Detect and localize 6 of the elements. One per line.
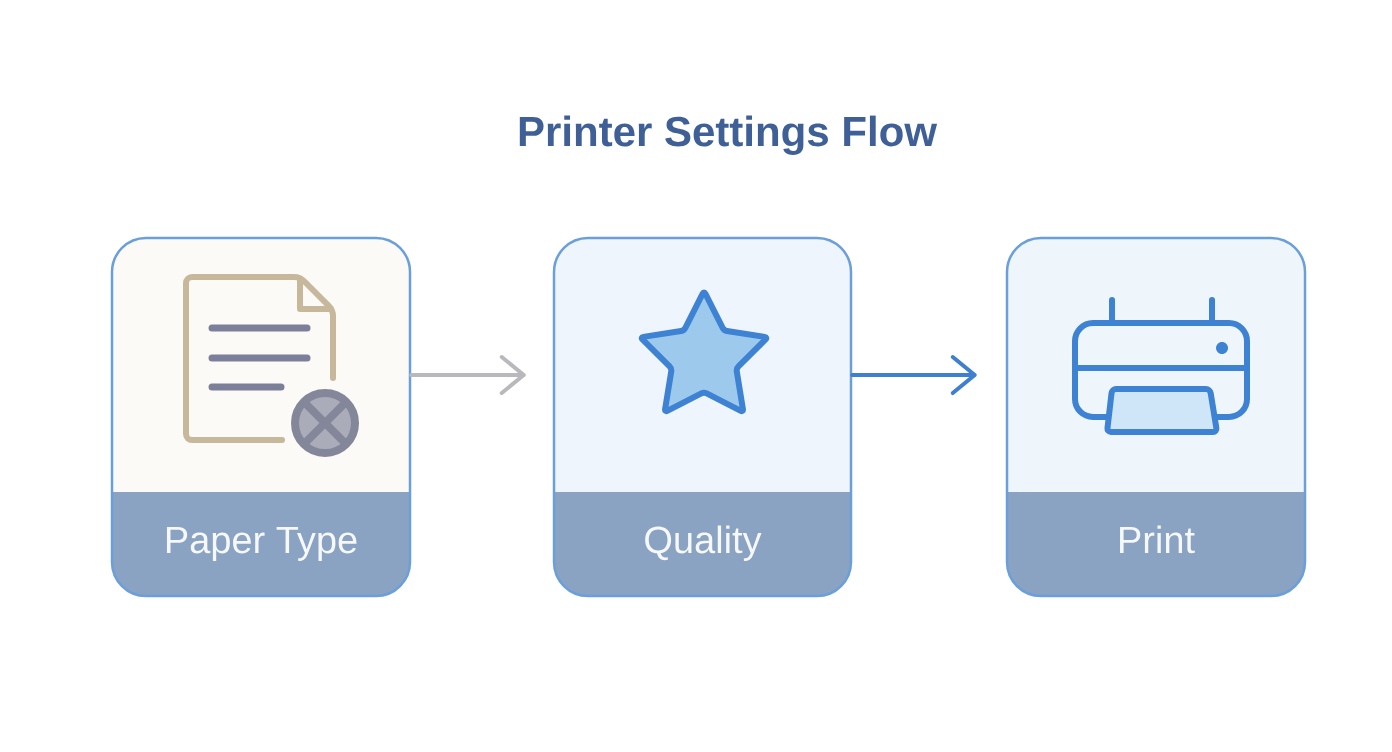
arrow <box>409 355 526 395</box>
process-box: Quality <box>552 236 853 598</box>
title: Printer Settings Flow <box>519 115 938 155</box>
process-box: Print <box>1005 236 1307 598</box>
process-box: Paper Type <box>110 236 412 598</box>
arrow <box>850 355 977 395</box>
